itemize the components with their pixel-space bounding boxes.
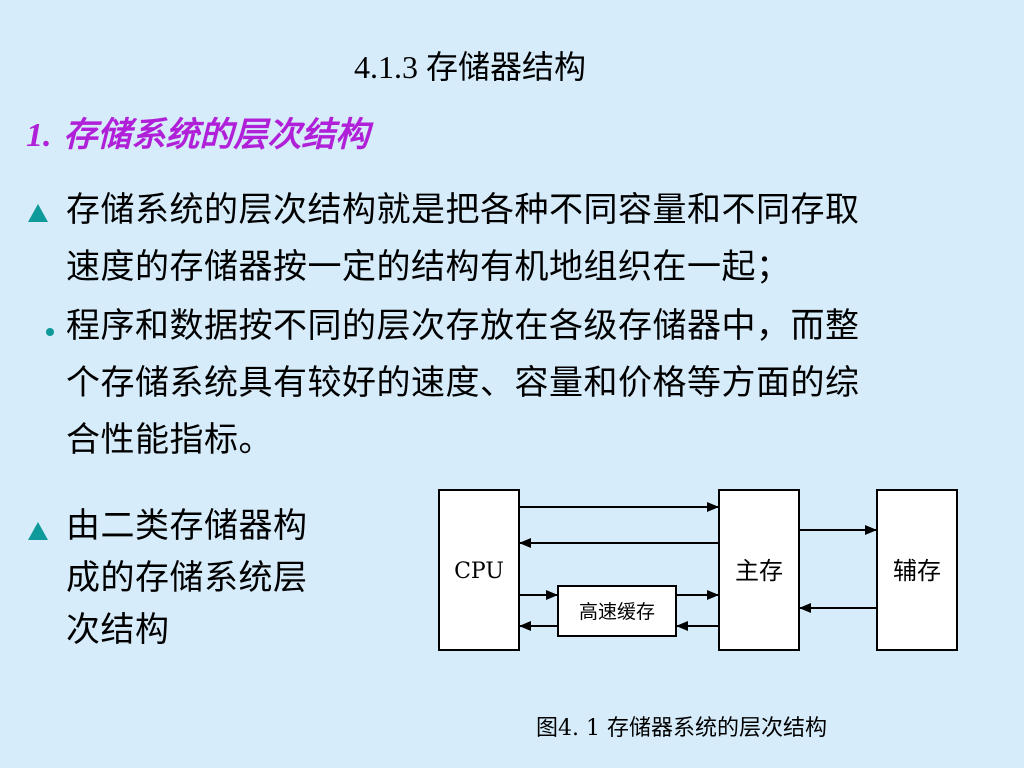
bullet-text: 程序和数据按不同的层次存放在各级存储器中，而整 个存储系统具有较好的速度、容量和…	[66, 306, 860, 460]
bullet-item: 程序和数据按不同的层次存放在各级存储器中，而整 个存储系统具有较好的速度、容量和…	[24, 298, 1004, 469]
cpu-label: CPU	[454, 559, 504, 584]
slide-title: 4.1.3 存储器结构	[353, 49, 586, 85]
bullet-text: 存储系统的层次结构就是把各种不同容量和不同存取 速度的存储器按一定的结构有机地组…	[66, 190, 860, 287]
main-memory-label: 主存	[735, 557, 783, 585]
bullet-text: 由二类存储器构 成的存储系统层 次结构	[66, 506, 308, 650]
section-number: 1.	[26, 117, 52, 154]
aux-memory-box	[876, 489, 958, 651]
triangle-bullet-icon	[28, 204, 48, 222]
section-heading: 1. 存储系统的层次结构	[26, 108, 369, 163]
cpu-box	[438, 489, 520, 651]
figure-caption: 图4. 1 存储器系统的层次结构	[536, 716, 827, 741]
cache-label: 高速缓存	[579, 601, 655, 623]
memory-hierarchy-diagram: CPU 主存 辅存 高速缓存	[430, 480, 970, 660]
triangle-bullet-icon	[28, 522, 48, 540]
bullet-item: 由二类存储器构 成的存储系统层 次结构	[24, 500, 364, 656]
bullet-item: 存储系统的层次结构就是把各种不同容量和不同存取 速度的存储器按一定的结构有机地组…	[24, 182, 1004, 296]
cache-box	[557, 585, 677, 637]
section-title: 存储系统的层次结构	[63, 115, 370, 155]
aux-memory-label: 辅存	[893, 557, 941, 585]
main-memory-box	[718, 489, 800, 651]
dot-bullet-icon	[46, 328, 54, 336]
